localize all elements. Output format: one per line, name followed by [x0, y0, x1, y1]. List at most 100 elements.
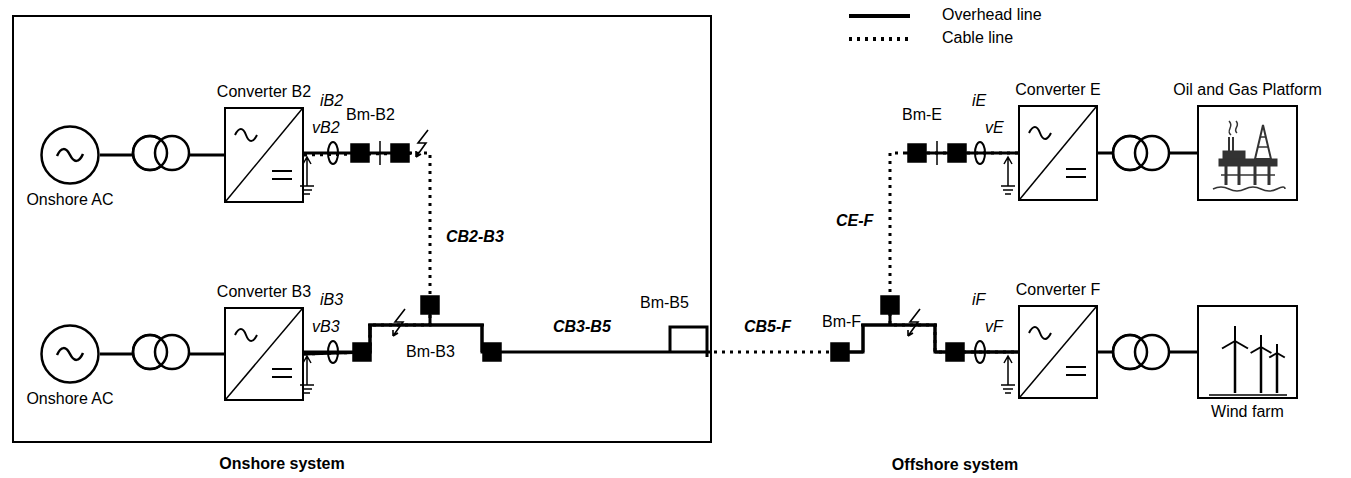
voltage-arrow: [1001, 385, 1015, 393]
dc-breaker: [421, 296, 439, 314]
signal-name: iE: [972, 92, 986, 110]
bus-bracket: [670, 327, 707, 357]
line-name: CB3-B5: [553, 318, 611, 336]
dc-breaker: [351, 141, 966, 361]
wind-art: [1277, 353, 1285, 358]
dc-breaker: [936, 141, 938, 165]
wind-art: [1209, 326, 1287, 395]
signal-name: vE: [985, 119, 1004, 137]
current-sensor: [975, 142, 985, 164]
wind-art: [1209, 394, 1287, 396]
conv-art: [226, 309, 302, 399]
transformer-symbol: [1135, 335, 1169, 369]
wind-art: [1234, 326, 1236, 341]
dc-breaker: [948, 144, 966, 162]
dc-busbar: [934, 325, 937, 352]
wind-art: [1261, 347, 1271, 353]
voltage-arrow: [300, 157, 1015, 393]
conv-symbol: [1020, 307, 1096, 397]
dc-breaker: [881, 296, 899, 314]
conv-symbol: [226, 309, 302, 399]
conv-art: [1066, 176, 1086, 178]
converter-box: Converter B2: [224, 107, 304, 203]
cable-segment: [712, 349, 832, 355]
signal-name: iF: [972, 291, 985, 309]
conv-art: [1066, 366, 1086, 368]
breaker-name: Bm-B2: [346, 106, 395, 124]
breaker-name: Bm-F: [822, 313, 861, 331]
node-title: Onshore AC: [26, 191, 113, 209]
wind-farm-box: Wind farm: [1197, 305, 1298, 399]
dc-busbar: [369, 325, 372, 337]
dc-breaker: [483, 343, 501, 361]
dc-breaker: [908, 144, 926, 162]
platform-art: [1229, 121, 1238, 135]
node-title: Onshore AC: [26, 390, 113, 408]
conv-art: [272, 368, 292, 370]
dc-breaker: [351, 144, 369, 162]
dc-breaker: [379, 141, 381, 165]
circle-art: [42, 127, 99, 184]
wind-art: [1234, 341, 1237, 393]
current-sensor: [975, 341, 985, 363]
converter-box: Converter F: [1018, 305, 1098, 399]
converter-box: Converter E: [1018, 105, 1098, 201]
dc-breaker: [353, 343, 371, 361]
conv-art: [1029, 127, 1051, 139]
circle-art: [42, 127, 99, 184]
transformer-symbol: [155, 335, 189, 369]
platform-box: Oil and Gas Platform: [1197, 105, 1298, 201]
conv-art: [235, 129, 257, 141]
breaker-name: Bm-B3: [406, 343, 455, 361]
conv-art: [1066, 168, 1086, 170]
transformer-symbol: [155, 136, 189, 170]
signal-name: vB3: [312, 318, 340, 336]
system-region: Onshore AC Converter B2 Onshore AC Converte…: [12, 15, 712, 443]
node-title: Converter E: [1015, 81, 1100, 99]
wind-art: [1235, 341, 1248, 349]
voltage-arrow: [303, 356, 311, 385]
circle-art: [57, 348, 83, 360]
node-title: Converter B2: [217, 83, 311, 101]
dc-busbar: [302, 153, 1018, 352]
wind-art: [1260, 347, 1263, 393]
node-title: Wind farm: [1211, 403, 1284, 421]
breaker-name: Bm-E: [902, 106, 942, 124]
circle-art: [42, 326, 99, 383]
conv-art: [272, 376, 292, 378]
conv-art: [235, 329, 257, 341]
legend-sample: [848, 29, 912, 49]
node-title: Oil and Gas Platform: [1173, 81, 1322, 99]
legend-text: Cable line: [942, 29, 1013, 47]
breaker-name: Bm-B5: [640, 294, 689, 312]
wind-art: [1276, 353, 1279, 393]
line-name: CE-F: [836, 212, 873, 230]
platform-art: [1223, 151, 1245, 159]
conv-art: [272, 170, 292, 172]
voltage-arrow: [1001, 186, 1015, 194]
transformer-symbol: [133, 335, 167, 369]
region-label: Offshore system: [892, 456, 1018, 474]
line-name: CB5-F: [744, 318, 791, 336]
transformer-symbol: [1113, 136, 1147, 170]
bus-bracket: [670, 327, 707, 357]
platform-art: [1213, 121, 1285, 191]
current-sensor: [328, 142, 985, 363]
converter-box: Converter B3: [224, 307, 304, 401]
platform-art: [1213, 187, 1285, 191]
node-title: Converter F: [1016, 281, 1100, 299]
wind-art: [1269, 353, 1277, 358]
cable-segment: [714, 351, 830, 354]
transformer-symbol: [133, 136, 1169, 369]
wind-symbol: [1199, 307, 1296, 397]
wind-art: [1251, 347, 1261, 353]
dc-breaker: [946, 343, 964, 361]
fault-symbol: [393, 309, 405, 336]
dc-busbar: [862, 325, 865, 352]
legend-text: Overhead line: [942, 6, 1042, 24]
voltage-arrow: [1004, 157, 1012, 186]
node-title: Converter B3: [217, 283, 311, 301]
conv-art: [1020, 307, 1096, 397]
